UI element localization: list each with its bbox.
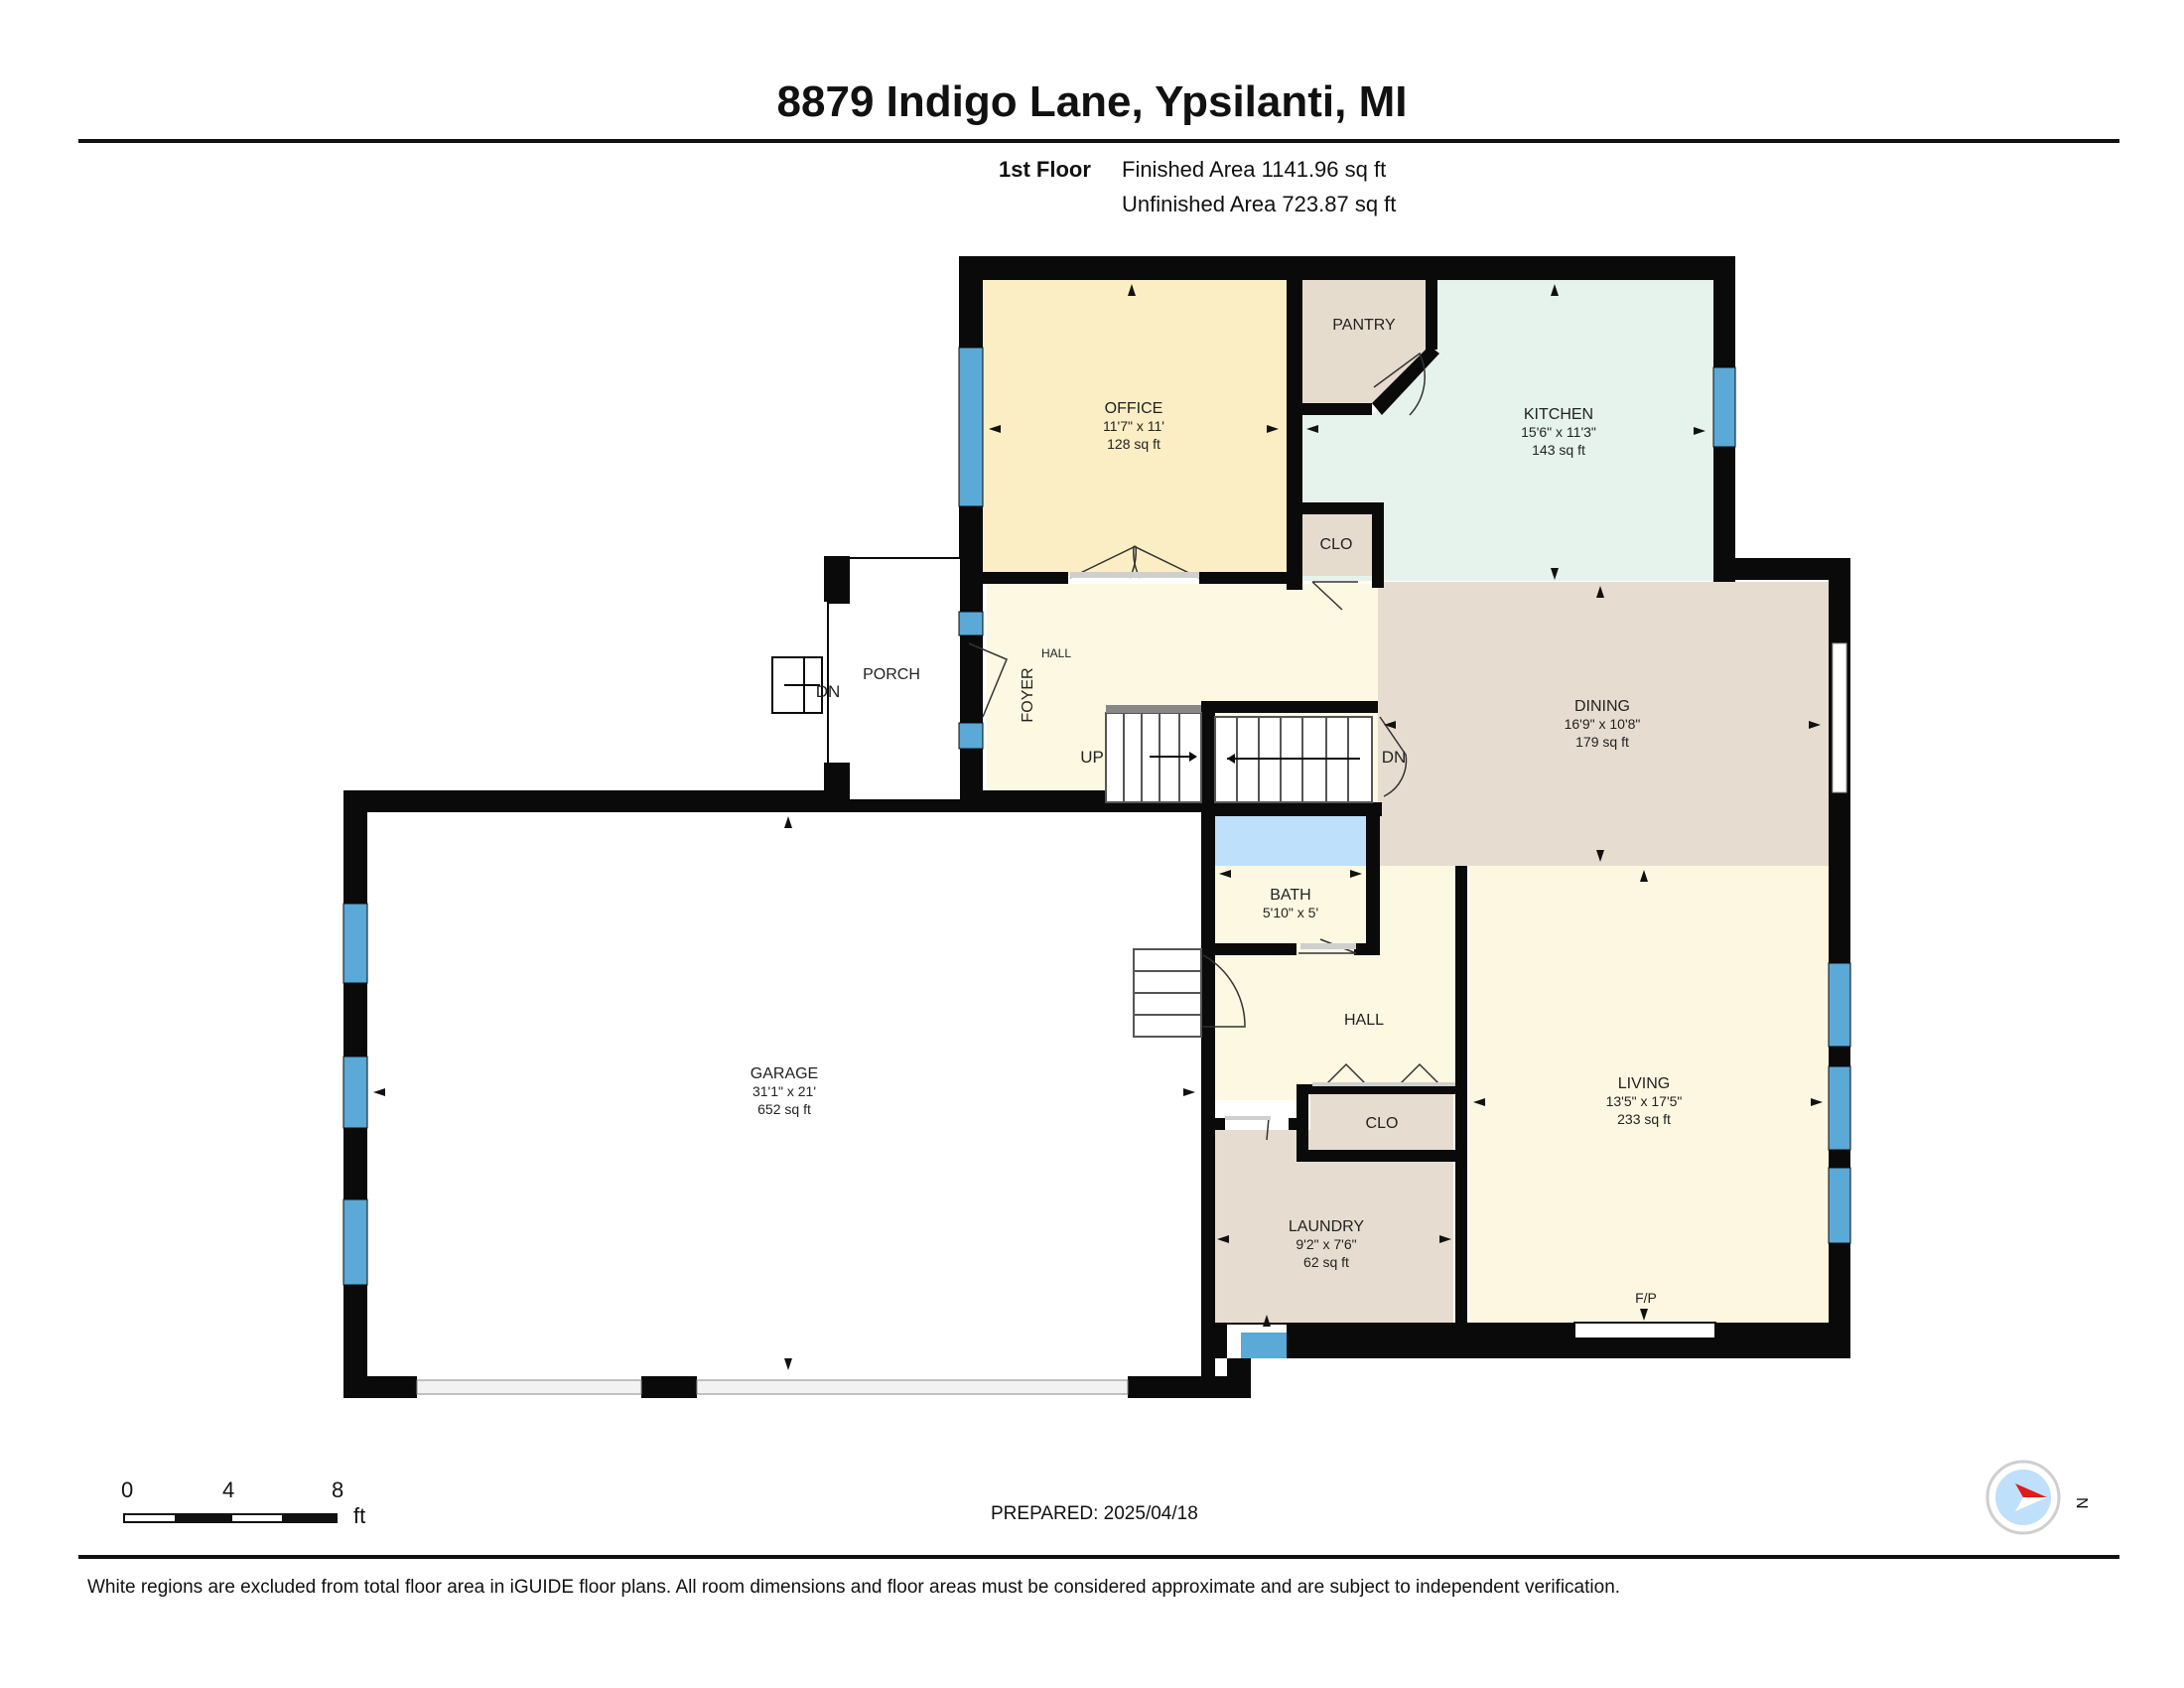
living-label: LIVING (1618, 1075, 1670, 1092)
prepared-date: PREPARED: 2025/04/18 (991, 1503, 1198, 1524)
fireplace (1573, 1322, 1716, 1339)
dining-dims: 16'9" x 10'8" (1565, 716, 1641, 732)
compass: N (1985, 1458, 2095, 1537)
stairs-down-label: DN (1382, 748, 1407, 767)
bath-label: BATH (1270, 887, 1310, 904)
scale-segment (177, 1513, 230, 1523)
office-area: 128 sq ft (1107, 436, 1160, 452)
laundry-label: LAUNDRY (1289, 1218, 1365, 1235)
unfinished-area: Unfinished Area 723.87 sq ft (1122, 192, 1397, 216)
office-room (981, 280, 1287, 576)
garage-area: 652 sq ft (757, 1101, 811, 1117)
kitchen-dims: 15'6" x 11'3" (1521, 424, 1596, 440)
foyer-hall-label: HALL (1041, 646, 1071, 660)
foyer-label: FOYER (1020, 667, 1036, 722)
porch-down-label: DN (816, 682, 841, 701)
door-swings (968, 352, 1440, 1141)
living-dims: 13'5" x 17'5" (1606, 1093, 1683, 1109)
garage-door-left (416, 1379, 642, 1395)
garage-label: GARAGE (751, 1065, 818, 1082)
office-dims: 11'7" x 11' (1103, 418, 1164, 434)
laundry-room (1211, 1130, 1453, 1329)
dining-patio-door (1832, 642, 1847, 793)
header-divider (78, 139, 2119, 143)
bath-dims: 5'10" x 5' (1263, 905, 1318, 920)
scale-tick-4: 4 (222, 1477, 235, 1502)
dining-room (1378, 582, 1829, 866)
dining-area: 179 sq ft (1575, 734, 1629, 750)
hall-closet-label: CLO (1366, 1115, 1399, 1132)
windows (342, 347, 1851, 1286)
property-address-title: 8879 Indigo Lane, Ypsilanti, MI (776, 77, 1408, 126)
compass-north-label: N (2073, 1497, 2090, 1509)
kitchen-room (1302, 280, 1713, 581)
scale-tick-8: 8 (332, 1477, 344, 1502)
garage-door-right (696, 1379, 1129, 1395)
laundry-dims: 9'2" x 7'6" (1296, 1236, 1356, 1252)
stairs-up-label: UP (1080, 748, 1104, 767)
kitchen-closet (1302, 512, 1380, 576)
kitchen-area: 143 sq ft (1532, 442, 1585, 458)
hall-label: HALL (1344, 1012, 1384, 1029)
porch-area (827, 557, 962, 801)
scale-segment (123, 1513, 177, 1523)
garage-dims: 31'1" x 21' (752, 1083, 816, 1099)
garage-steps (1133, 948, 1202, 1038)
floor-label: 1st Floor (999, 157, 1091, 182)
living-area: 233 sq ft (1617, 1111, 1671, 1127)
compass-icon: N (1985, 1460, 2090, 1535)
living-room (1469, 866, 1829, 1333)
scale-unit: ft (353, 1503, 366, 1528)
porch-label: PORCH (863, 666, 920, 683)
scale-segment (230, 1513, 284, 1523)
dimension-arrows (373, 284, 1823, 1370)
laundry-area: 62 sq ft (1303, 1254, 1349, 1270)
kitchen-label: KITCHEN (1524, 406, 1593, 423)
office-label: OFFICE (1105, 400, 1163, 417)
dining-label: DINING (1574, 698, 1630, 715)
kitchen-closet-label: CLO (1320, 536, 1353, 553)
footer-divider (78, 1555, 2119, 1559)
laundry-window (1241, 1333, 1287, 1358)
scale-bar: 0 4 8 ft (119, 1477, 377, 1537)
scale-segment (284, 1513, 338, 1523)
disclaimer-text: White regions are excluded from total fl… (87, 1577, 1621, 1598)
hall-area (1215, 866, 1457, 1100)
scale-tick-0: 0 (121, 1477, 134, 1502)
finished-area: Finished Area 1141.96 sq ft (1122, 157, 1387, 182)
pantry-label: PANTRY (1332, 317, 1396, 334)
fireplace-label: F/P (1635, 1290, 1657, 1306)
